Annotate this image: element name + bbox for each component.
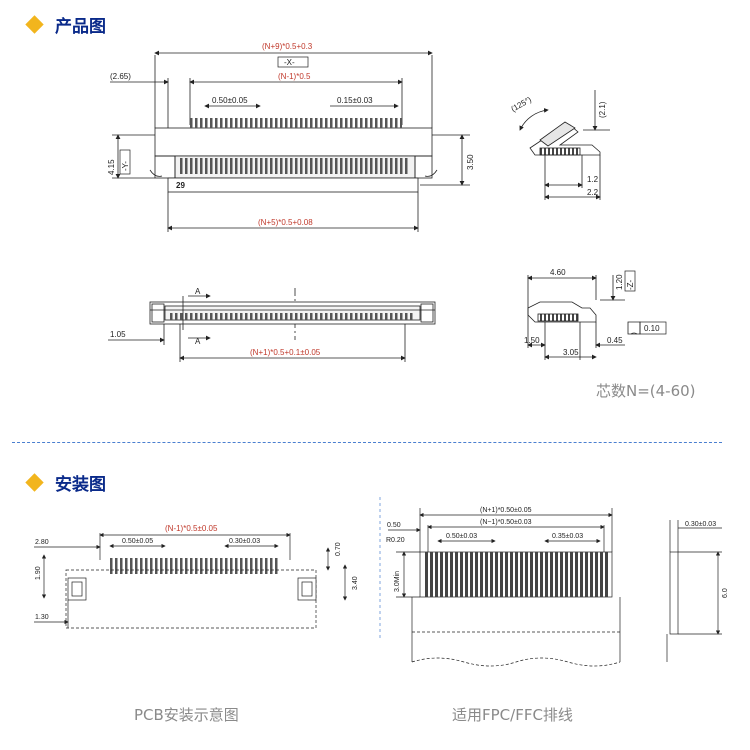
- install-section-title-text: 安装图: [55, 475, 106, 495]
- pcb-dim-190: 1.90: [35, 566, 42, 580]
- detail-120: 1.20: [615, 274, 624, 290]
- pcb-dim-340: 3.40: [352, 576, 359, 590]
- pcb-dim-tol: 0.30±0.03: [229, 538, 260, 545]
- fpc-side-60: 6.0: [722, 588, 729, 598]
- fpc-dim-r020: R0.20: [386, 537, 405, 544]
- fpc-diagram: [379, 497, 722, 667]
- label-x: -X-: [284, 58, 295, 67]
- fpc-dim-pitch: 0.50±0.03: [446, 533, 477, 540]
- dim-right-h: 3.50: [466, 154, 475, 170]
- detail-150: 1.50: [524, 336, 540, 345]
- product-section-title: 产品图: [22, 12, 106, 37]
- dim-pitch: 0.50±0.05: [212, 96, 248, 105]
- fpc-dim-nm1: (N−1)*0.50±0.03: [480, 519, 532, 526]
- dim-pin-tol: 0.15±0.03: [337, 96, 373, 105]
- dim-top-total: (N+9)*0.5+0.3: [262, 42, 313, 51]
- dim-left: (2.65): [110, 72, 131, 81]
- dim-pitch-total: (N-1)*0.5: [278, 72, 311, 81]
- dim-height: 4.15: [107, 159, 116, 175]
- pcb-dim-070: 0.70: [335, 542, 342, 556]
- side-angle: (125°): [510, 95, 534, 114]
- label-z: -Z-: [626, 279, 635, 290]
- fpc-caption: 适用FPC/FFC排线: [452, 706, 573, 724]
- front-a-bottom: A: [195, 337, 201, 346]
- side-22: 2.2: [587, 188, 599, 197]
- fpc-dim-n1: (N+1)*0.50±0.05: [480, 507, 532, 514]
- side-h: (2.1): [598, 101, 607, 118]
- dim-bottom: (N+5)*0.5+0.08: [258, 218, 313, 227]
- pcb-dim-130: 1.30: [35, 614, 49, 621]
- product-detail-view: [527, 270, 667, 360]
- pcb-caption: PCB安装示意图: [134, 706, 239, 724]
- pin-number: 29: [176, 181, 185, 190]
- fpc-side-030: 0.30±0.03: [685, 521, 716, 528]
- pcb-dim-280: 2.80: [35, 539, 49, 546]
- product-top-view: [110, 50, 470, 232]
- detail-045: 0.45: [607, 336, 623, 345]
- detail-305: 3.05: [563, 348, 579, 357]
- fpc-dim-3min: 3.0Min: [394, 571, 401, 592]
- product-side-view: [519, 90, 610, 200]
- front-a-top: A: [195, 287, 201, 296]
- label-y: -Y-: [121, 161, 130, 171]
- front-105: 1.05: [110, 330, 126, 339]
- detail-460: 4.60: [550, 268, 566, 277]
- side-12: 1.2: [587, 175, 599, 184]
- fpc-dim-tol: 0.35±0.03: [552, 533, 583, 540]
- product-front-view: [108, 288, 436, 362]
- pcb-dim-pitch: 0.50±0.05: [122, 538, 153, 545]
- detail-010: 0.10: [644, 324, 660, 333]
- front-bottom: (N+1)*0.5+0.1±0.05: [250, 348, 321, 357]
- section-divider: [12, 442, 722, 443]
- pin-count-note: 芯数N=(4-60): [596, 382, 696, 400]
- install-section-title: 安装图: [22, 470, 106, 495]
- fpc-dim-050: 0.50: [387, 522, 401, 529]
- pcb-layout: [34, 532, 348, 629]
- pcb-dim-total: (N-1)*0.5±0.05: [165, 524, 218, 533]
- product-section-title-text: 产品图: [55, 17, 106, 37]
